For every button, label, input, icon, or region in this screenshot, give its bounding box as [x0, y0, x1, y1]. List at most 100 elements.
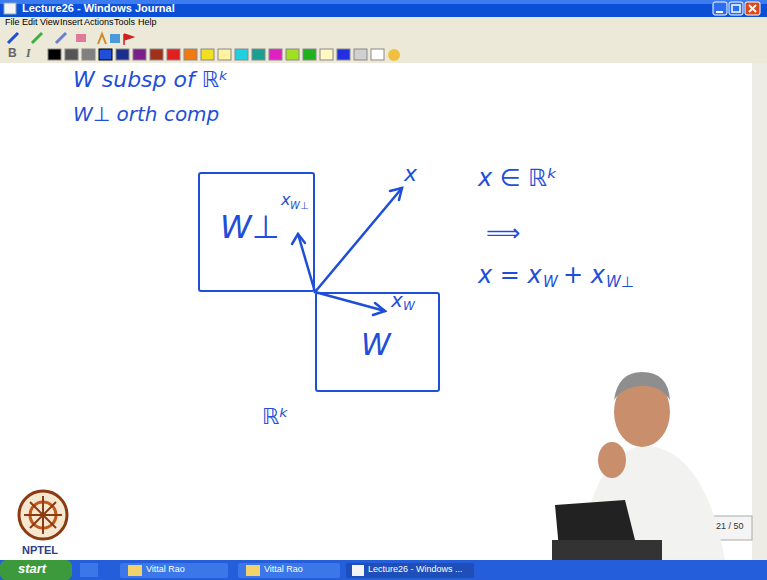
pen-toolbar — [76, 34, 86, 42]
pen-toolbar — [32, 33, 42, 43]
menu-item: Actions — [84, 18, 114, 28]
vector-subscript: W⊥ — [290, 200, 309, 211]
vector-arrow — [315, 188, 402, 292]
menu-item: Edit — [22, 18, 38, 28]
window-buttons — [732, 5, 740, 12]
journal-page — [0, 63, 767, 560]
taskbar — [80, 563, 98, 577]
window-buttons — [716, 11, 723, 13]
color-palette — [65, 49, 78, 60]
nptel-logo — [19, 491, 67, 539]
page-counter: 21 / 50 — [716, 522, 744, 532]
taskbar-button: Lecture26 - Windows ... — [368, 565, 463, 575]
taskbar — [0, 560, 72, 580]
color-palette — [286, 49, 299, 60]
window-buttons — [745, 2, 760, 15]
pen-toolbar — [8, 33, 18, 43]
math-subscript: W — [543, 274, 558, 291]
color-palette — [371, 49, 384, 60]
taskbar — [0, 560, 767, 580]
color-palette — [337, 49, 350, 60]
menu-item: Tools — [114, 18, 135, 28]
vector-label: x — [404, 162, 417, 186]
color-palette — [320, 49, 333, 60]
color-palette — [99, 49, 112, 60]
window-buttons — [749, 5, 756, 12]
title-bar — [0, 0, 767, 17]
subspace-box: W — [315, 292, 440, 392]
menu-item: Insert — [60, 18, 83, 28]
vector-subscript: W — [403, 300, 415, 313]
handwritten-math: x = x — [478, 262, 542, 288]
subspace-name: W⊥ — [220, 210, 280, 245]
title-bar — [4, 3, 16, 14]
color-palette — [269, 49, 282, 60]
toolbar-button: B — [8, 47, 17, 60]
color-palette — [303, 49, 316, 60]
vector-arrow — [315, 292, 385, 311]
nptel-logo — [19, 491, 67, 539]
space-name: ℝᵏ — [262, 405, 289, 429]
math-subscript: W⊥ — [606, 274, 634, 291]
taskbar — [346, 563, 474, 578]
pen-toolbar — [124, 34, 133, 45]
window-title: Lecture26 - Windows Journal — [22, 2, 175, 14]
color-palette — [133, 49, 146, 60]
taskbar — [128, 565, 142, 576]
pen-toolbar — [0, 30, 767, 46]
vector-label: x — [281, 191, 290, 209]
toolbar-button: I — [26, 47, 31, 60]
taskbar — [238, 563, 340, 578]
title-bar — [0, 0, 767, 17]
lecturer-photo — [552, 540, 662, 560]
color-palette — [0, 46, 767, 63]
taskbar — [120, 563, 228, 578]
vector-arrow — [298, 234, 315, 292]
handwritten-math: x ∈ ℝᵏ — [478, 165, 558, 191]
menu-bar — [0, 17, 767, 30]
vector-arrow — [390, 188, 402, 200]
taskbar-button: Vittal Rao — [264, 565, 303, 575]
handwritten-note: W subsp of ℝᵏ — [73, 68, 229, 92]
color-palette — [150, 49, 163, 60]
menu-item: Help — [138, 18, 157, 28]
start-button: start — [18, 562, 46, 576]
window-buttons — [749, 5, 756, 12]
pen-toolbar — [110, 34, 120, 43]
color-palette — [184, 49, 197, 60]
lecturer-photo — [552, 372, 725, 560]
color-palette — [201, 49, 214, 60]
taskbar-button: Vittal Rao — [146, 565, 185, 575]
pen-toolbar — [98, 34, 106, 44]
color-palette — [235, 49, 248, 60]
menu-item: File — [5, 18, 20, 28]
vector-arrow — [373, 303, 385, 315]
vector-arrow — [292, 234, 305, 244]
color-palette — [354, 49, 367, 60]
pen-toolbar — [56, 33, 66, 43]
nptel-logo — [24, 496, 62, 534]
logo-text: NPTEL — [22, 544, 58, 556]
journal-page — [0, 63, 752, 560]
handwritten-math: + x — [563, 262, 605, 288]
vector-label: x — [391, 289, 403, 311]
window-buttons — [729, 2, 743, 15]
menu-item: View — [40, 18, 59, 28]
subspace-box: W⊥ — [198, 172, 315, 292]
subspace-name: W — [361, 328, 391, 361]
color-palette — [388, 49, 400, 61]
window-buttons — [713, 2, 727, 15]
color-palette — [116, 49, 129, 60]
handwritten-note: W⊥ orth comp — [73, 103, 219, 125]
color-palette — [252, 49, 265, 60]
menu-bar — [0, 17, 767, 30]
color-palette — [48, 49, 61, 60]
color-palette — [167, 49, 180, 60]
window-buttons — [713, 2, 760, 15]
lecturer-photo — [614, 372, 670, 400]
implies-sign: ⟹ — [486, 220, 520, 246]
taskbar — [352, 565, 364, 576]
journal-page — [752, 63, 767, 560]
lecturer-photo — [598, 442, 626, 478]
taskbar — [0, 560, 767, 580]
